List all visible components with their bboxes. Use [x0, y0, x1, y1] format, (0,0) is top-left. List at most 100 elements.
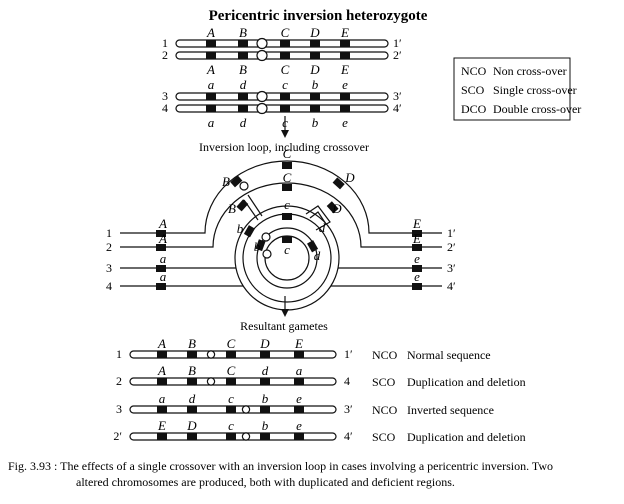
gene-label: a [159, 391, 166, 406]
gamete-left-number: 3 [116, 402, 122, 416]
chromosome-number: 2′ [393, 48, 402, 62]
crossover-line [309, 211, 327, 225]
loop-centromeres [239, 181, 272, 259]
gamete-2: 2 4 A B C d a SCO Duplication and deleti… [116, 363, 526, 389]
gene-label: e [296, 418, 302, 433]
gene-label: a [208, 115, 215, 130]
chromosome-number: 3 [162, 89, 168, 103]
gene-label: C [281, 62, 290, 77]
centromere [206, 350, 216, 359]
gene-label: E [340, 25, 349, 40]
gene-label: a [296, 363, 303, 378]
chromosome-number: 4′ [393, 101, 402, 115]
chromosome-number: 3′ [447, 261, 456, 275]
centromere [256, 49, 268, 62]
gamete-description: Inverted sequence [407, 403, 494, 417]
figure-caption-line-1: Fig. 3.93 : The effects of a single cros… [8, 459, 553, 473]
figure-caption-line-2: altered chromosomes are produced, both w… [76, 475, 455, 489]
loop-chromosome-numbers: 1 2 3 4 1′ 2′ 3′ 4′ [106, 226, 456, 293]
arrow-down [281, 116, 289, 138]
gamete-description: Duplication and deletion [407, 430, 526, 444]
legend-text: Double cross-over [493, 102, 581, 116]
arrow-down [281, 296, 289, 317]
gamete-right-number: 1′ [344, 347, 353, 361]
gamete-type: NCO [372, 348, 398, 362]
gene-label: D [186, 418, 197, 433]
gamete-4: 2′ 4′ E D c b e SCO Duplication and dele… [113, 418, 525, 444]
gamete-description: Normal sequence [407, 348, 491, 362]
gene-label: C [227, 363, 236, 378]
crossover-lines [243, 194, 331, 231]
gene-label: c [284, 242, 290, 257]
gamete-left-number: 2′ [113, 429, 122, 443]
gene-label: A [158, 231, 167, 246]
gene-label: B [188, 363, 196, 378]
gene-label: d [262, 363, 269, 378]
chromosome-number: 1′ [393, 36, 402, 50]
gene-label: b [262, 391, 269, 406]
gene-label: b [262, 418, 269, 433]
gene-label: c [228, 418, 234, 433]
gene-label: E [294, 336, 303, 351]
centromere [241, 432, 251, 441]
gene-label: D [331, 201, 342, 216]
legend-code: NCO [461, 64, 487, 78]
loop-chromosome-2 [120, 182, 442, 248]
gene-label: a [160, 269, 167, 284]
gamete-1: 1 1′ A B C D E NCO Normal sequence [116, 336, 491, 362]
loop-chromosome-1 [120, 160, 442, 234]
gene-label: A [206, 25, 215, 40]
gamete-left-number: 2 [116, 374, 122, 388]
gamete-type: SCO [372, 375, 396, 389]
gene-label: d [240, 77, 247, 92]
gene-label: B [222, 174, 230, 189]
gene-label: b [312, 115, 319, 130]
gene-label: e [414, 269, 420, 284]
gene-label: D [309, 25, 320, 40]
gamete-type: NCO [372, 403, 398, 417]
legend-text: Non cross-over [493, 64, 567, 78]
gene-label: a [160, 251, 167, 266]
gene-label: e [296, 391, 302, 406]
chromosome-number: 4 [162, 101, 168, 115]
chromosome-number: 3 [106, 261, 112, 275]
centromere [241, 405, 251, 414]
legend-box [453, 57, 571, 121]
gene-label: e [414, 251, 420, 266]
loop-gene-bands [156, 162, 422, 290]
gene-label: B [239, 25, 247, 40]
step-label-resultant-gametes: Resultant gametes [240, 319, 328, 333]
gene-label: D [309, 62, 320, 77]
chromosome-number: 2 [106, 240, 112, 254]
gene-label: C [283, 146, 292, 161]
gene-label: B [228, 201, 236, 216]
chromosome-number: 4 [106, 279, 112, 293]
step-label-inversion-loop: Inversion loop, including crossover [199, 140, 369, 154]
legend-code: SCO [461, 83, 485, 97]
normal-chromosome-pair: 1 2 1′ 2′ A B C D E A B C D E [162, 25, 402, 77]
crossover-line [247, 194, 263, 217]
chromosome-number: 1 [106, 226, 112, 240]
gene-label: A [157, 336, 166, 351]
gene-label: d [319, 220, 326, 235]
gamete-right-number: 3′ [344, 402, 353, 416]
gamete-type: SCO [372, 430, 396, 444]
gene-label: b [237, 221, 244, 236]
gene-label: C [227, 336, 236, 351]
gene-bands-pair-2 [206, 93, 350, 112]
crossover-line [305, 205, 331, 231]
gene-label: d [240, 115, 247, 130]
gamete-right-number: 4 [344, 374, 350, 388]
gene-label: d [189, 391, 196, 406]
chromosome-number: 3′ [393, 89, 402, 103]
gene-label: D [344, 170, 355, 185]
gene-label: c [284, 197, 290, 212]
legend-text: Single cross-over [493, 83, 577, 97]
gene-label: A [206, 62, 215, 77]
gene-label: E [157, 418, 166, 433]
inverted-chromosome-pair: 3 4 3′ 4′ a d c b e a d c b e [162, 77, 402, 130]
gene-label: b [254, 239, 261, 254]
gamete-description: Duplication and deletion [407, 375, 526, 389]
gene-label: B [188, 336, 196, 351]
